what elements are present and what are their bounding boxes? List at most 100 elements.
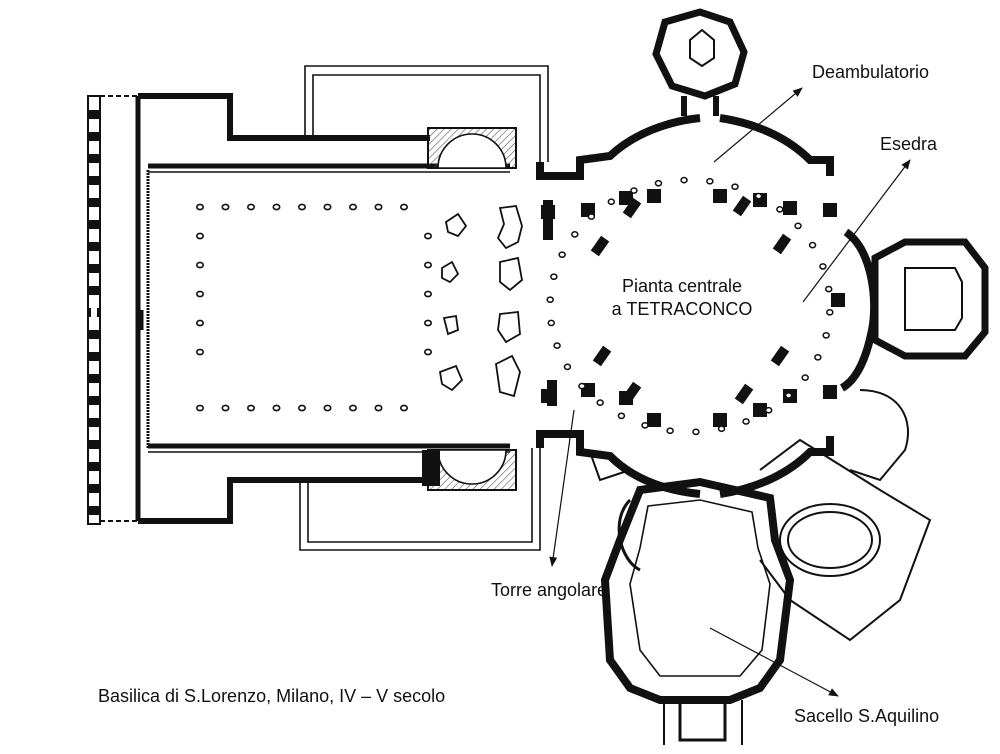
rotunda-pier bbox=[619, 191, 633, 205]
atrium-column bbox=[196, 232, 205, 240]
rotunda-column bbox=[563, 363, 572, 371]
sacello-aquilino bbox=[600, 477, 795, 745]
atrium-column bbox=[272, 203, 281, 211]
rotunda-column bbox=[776, 206, 784, 213]
rotunda-column bbox=[641, 421, 649, 429]
rotunda-column bbox=[596, 399, 604, 406]
narthex-pier bbox=[89, 330, 99, 339]
rotunda-column bbox=[666, 427, 674, 435]
rotunda-column bbox=[717, 425, 726, 433]
rotunda-column bbox=[553, 342, 561, 349]
narthex-pier bbox=[89, 506, 99, 515]
narthex bbox=[87, 95, 140, 525]
label-pianta-centrale: Pianta centrale bbox=[621, 276, 743, 296]
narthex-pier bbox=[89, 132, 99, 141]
arrow-esedra bbox=[802, 159, 911, 303]
rotunda-pier bbox=[541, 389, 555, 403]
rotunda-pier bbox=[831, 293, 845, 307]
rotunda-pier bbox=[713, 189, 727, 203]
atrium-column bbox=[297, 404, 306, 412]
rotunda-column bbox=[680, 176, 688, 184]
rotunda-column bbox=[824, 285, 833, 293]
rotunda-column bbox=[706, 177, 714, 185]
atrium-column bbox=[196, 348, 205, 356]
atrium-column bbox=[221, 404, 230, 412]
diagonal-pier bbox=[772, 233, 792, 255]
south-east-annex bbox=[589, 389, 932, 642]
caption: Basilica di S.Lorenzo, Milano, IV – V se… bbox=[98, 686, 446, 706]
rotunda-column bbox=[731, 183, 739, 191]
label-tetraconco: a TETRACONCO bbox=[611, 299, 753, 319]
atrium-column bbox=[423, 348, 432, 356]
atrium-column bbox=[374, 404, 383, 412]
diagonal-pier bbox=[590, 235, 610, 257]
rotunda-column bbox=[692, 428, 700, 436]
rotunda-piers bbox=[541, 189, 845, 427]
atrium-column bbox=[399, 404, 408, 412]
atrium-column bbox=[221, 203, 230, 211]
rotunda-column bbox=[587, 213, 596, 220]
atrium-column bbox=[297, 203, 306, 211]
narthex-pier bbox=[89, 418, 99, 427]
atrium-colonnade bbox=[196, 203, 432, 412]
rotunda-column bbox=[547, 319, 556, 327]
rotunda-pier bbox=[647, 189, 661, 203]
atrium-column bbox=[196, 203, 205, 211]
atrium-column bbox=[247, 404, 256, 412]
narthex-pier bbox=[89, 396, 99, 405]
atrium-column bbox=[272, 404, 281, 412]
rotunda-pier bbox=[823, 385, 837, 399]
rotunda-column bbox=[550, 273, 558, 281]
rotunda-column bbox=[826, 308, 834, 316]
rotunda-column bbox=[819, 263, 827, 270]
atrium-column bbox=[323, 404, 332, 412]
rotunda-column bbox=[558, 251, 566, 259]
narthex-pier bbox=[89, 220, 99, 229]
entrance-fragments bbox=[438, 205, 523, 398]
atrium-column bbox=[423, 319, 432, 327]
rotunda-pier bbox=[713, 413, 727, 427]
label-esedra: Esedra bbox=[880, 134, 938, 154]
arrow-sacello bbox=[709, 627, 839, 697]
narthex-pier bbox=[89, 462, 99, 471]
rotunda-column bbox=[794, 222, 802, 230]
atrium-column bbox=[348, 404, 357, 412]
rotunda-column bbox=[617, 412, 626, 420]
rotunda-column bbox=[822, 331, 830, 339]
atrium-column bbox=[423, 261, 432, 269]
atrium-column bbox=[348, 203, 357, 211]
arrow-torre bbox=[549, 409, 575, 567]
atrium-column bbox=[399, 203, 408, 211]
narthex-pier bbox=[89, 242, 99, 251]
label-torre-angolare: Torre angolare bbox=[491, 580, 608, 600]
narthex-pier bbox=[89, 484, 99, 493]
rotunda-column bbox=[808, 241, 817, 249]
hatched-chambers bbox=[422, 127, 517, 491]
narthex-pier bbox=[89, 352, 99, 361]
rotunda-column bbox=[764, 406, 773, 414]
rotunda-pier bbox=[753, 403, 767, 417]
atrium-column bbox=[374, 203, 383, 211]
label-sacello: Sacello S.Aquilino bbox=[794, 706, 940, 726]
rotunda-pier bbox=[541, 205, 555, 219]
narthex-pier bbox=[89, 154, 99, 163]
rotunda-column bbox=[754, 192, 763, 200]
rotunda-pier bbox=[783, 201, 797, 215]
rotunda-column bbox=[654, 179, 663, 187]
atrium-column bbox=[196, 290, 205, 298]
atrium-column bbox=[196, 319, 205, 327]
rotunda-column bbox=[578, 382, 586, 390]
diagonal-pier bbox=[622, 381, 642, 403]
rotunda-column bbox=[546, 296, 554, 304]
narthex-pier bbox=[89, 198, 99, 207]
diagonal-pier bbox=[770, 345, 790, 367]
atrium-column bbox=[423, 290, 432, 298]
side-annexes bbox=[299, 65, 549, 551]
rotunda-column bbox=[630, 187, 638, 194]
rotunda-colonnade bbox=[546, 176, 834, 436]
north-chapel bbox=[652, 8, 748, 116]
annotation-arrows bbox=[549, 87, 911, 697]
east-chapel bbox=[871, 238, 989, 360]
